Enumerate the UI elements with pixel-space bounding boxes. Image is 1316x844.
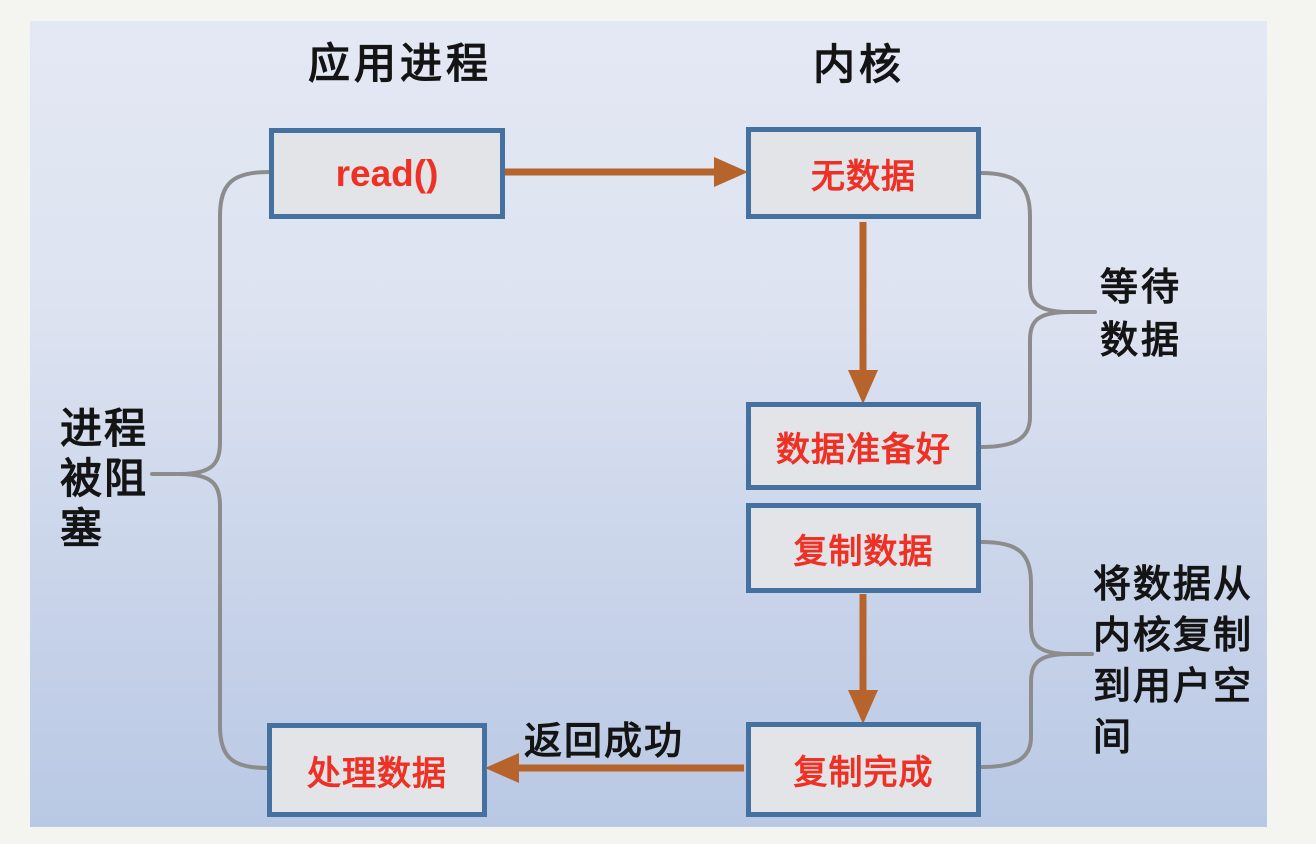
node-data-ready: 数据准备好 — [746, 402, 981, 490]
node-copy-data: 复制数据 — [746, 503, 981, 593]
annotation-copy-kernel-to-user: 将数据从 内核复制 到用户空 间 — [1093, 560, 1253, 764]
annotation-copy-kernel-line-1: 将数据从 — [1093, 564, 1254, 606]
node-no-data: 无数据 — [746, 127, 981, 219]
node-copy-complete: 复制完成 — [746, 722, 981, 817]
annotation-wait-data-line-1: 等待 — [1100, 267, 1183, 309]
annotation-wait-data-line-2: 数据 — [1100, 320, 1183, 362]
column-title-app-process: 应用进程 — [307, 40, 492, 87]
annotation-wait-data: 等待 数据 — [1100, 262, 1182, 368]
annotation-process-blocked-line-1: 进程 — [60, 405, 149, 452]
node-process-data: 处理数据 — [267, 723, 487, 817]
annotation-process-blocked-line-3: 塞 — [60, 505, 105, 552]
node-data-ready-label: 数据准备好 — [776, 430, 951, 469]
node-no-data-label: 无数据 — [811, 157, 916, 196]
annotation-process-blocked: 进程 被阻 塞 — [60, 404, 148, 554]
edge-label-return-success: 返回成功 — [523, 721, 684, 763]
diagram-background-panel — [30, 21, 1267, 827]
column-title-kernel: 内核 — [812, 41, 905, 88]
node-process-data-label: 处理数据 — [307, 754, 447, 793]
annotation-process-blocked-line-2: 被阻 — [60, 455, 149, 502]
node-read: read() — [269, 128, 505, 219]
annotation-copy-kernel-line-4: 间 — [1093, 717, 1134, 759]
node-read-label: read() — [335, 152, 439, 194]
annotation-copy-kernel-line-2: 内核复制 — [1093, 615, 1254, 657]
node-copy-data-label: 复制数据 — [793, 532, 934, 571]
node-copy-complete-label: 复制完成 — [793, 754, 934, 792]
annotation-copy-kernel-line-3: 到用户空 — [1093, 666, 1254, 708]
